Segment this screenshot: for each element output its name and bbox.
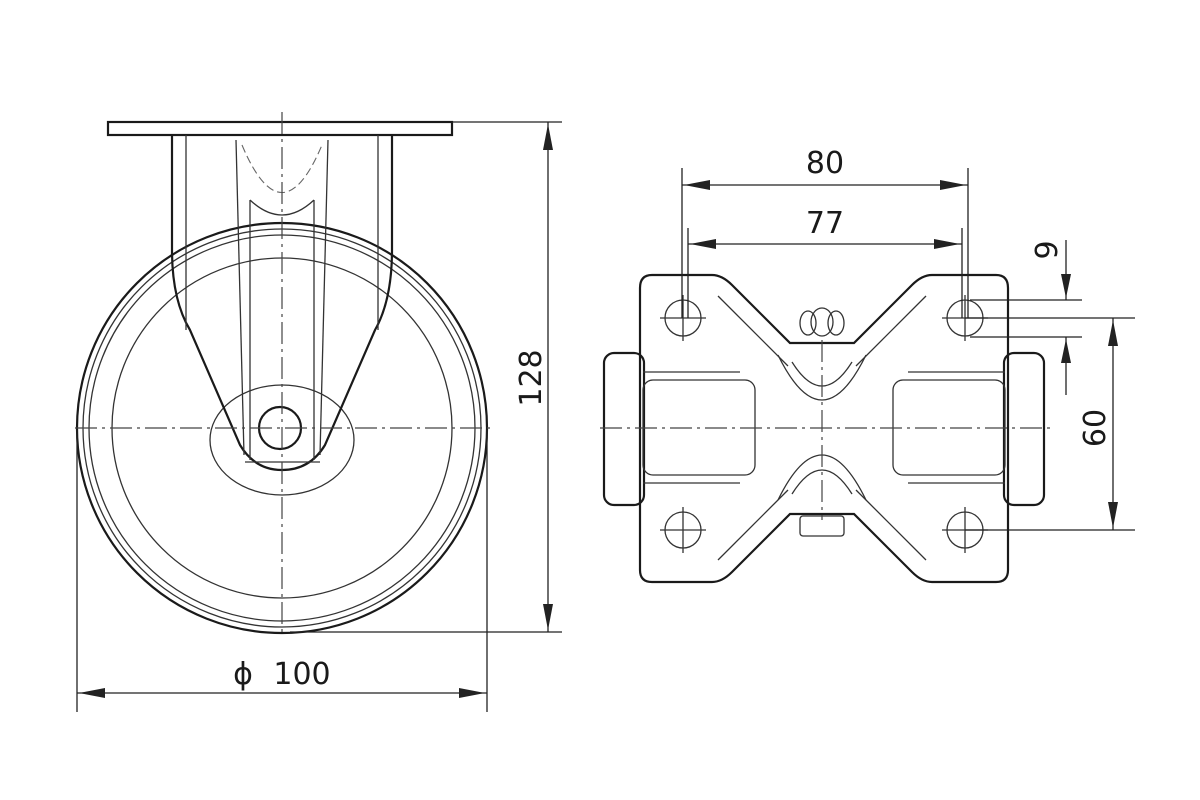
dimension-9: 9 — [970, 240, 1082, 395]
dimension-diameter: ϕ 100 — [76, 430, 488, 712]
dim-60-label: 60 — [1078, 409, 1113, 447]
wheel-left-side — [602, 351, 646, 507]
diameter-symbol: ϕ — [233, 657, 253, 692]
side-view: 128 ϕ 100 — [75, 112, 562, 712]
wheel-right-side — [1002, 351, 1046, 507]
top-plate — [638, 273, 1010, 584]
dim-80-label: 80 — [806, 146, 844, 181]
dimension-80: 80 — [681, 146, 969, 318]
dim-77-label: 77 — [806, 206, 844, 241]
grease-nipple — [799, 307, 845, 337]
diameter-dim-label: 100 — [273, 657, 330, 692]
dimension-height: 128 — [290, 121, 562, 633]
dimension-77: 77 — [687, 206, 963, 318]
fork-bracket — [106, 120, 454, 472]
dimension-60: 60 — [965, 317, 1135, 531]
height-dim-label: 128 — [514, 349, 549, 406]
dim-9-label: 9 — [1030, 240, 1065, 259]
top-view: 80 77 9 60 — [600, 146, 1135, 584]
